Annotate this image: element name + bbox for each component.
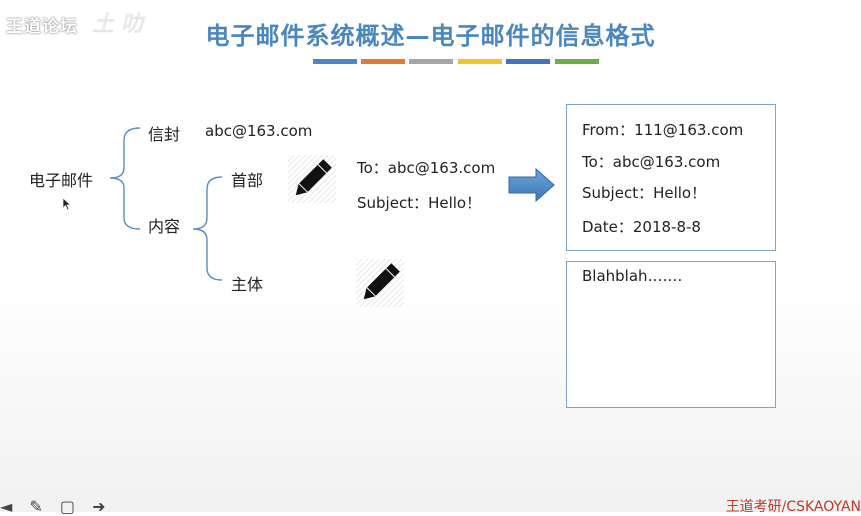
color-bar-2: [361, 59, 405, 64]
color-bar-6: [555, 59, 599, 64]
color-bar-3: [409, 59, 453, 64]
header-to-field: To：abc@163.com: [357, 159, 496, 177]
presentation-toolbar[interactable]: ◄ ✎ ▢ ➜: [0, 497, 112, 516]
email-from: From：111@163.com: [582, 121, 744, 139]
forum-watermark: 王道论坛: [6, 17, 78, 37]
email-body-text: Blahblah…….: [582, 267, 683, 285]
footer-brand: 王道考研/CSKAOYAN: [725, 499, 861, 515]
mouse-cursor-icon: [62, 197, 72, 211]
slide-title: 电子邮件系统概述—电子邮件的信息格式: [205, 22, 656, 50]
color-bar-1: [313, 59, 357, 64]
email-body-box: Blahblah…….: [566, 261, 776, 408]
pencil-icon[interactable]: [288, 155, 336, 203]
email-header-box: From：111@163.com To：abc@163.com Subject：…: [566, 104, 776, 251]
email-date: Date：2018-8-8: [582, 218, 701, 236]
envelope-label: 信封: [148, 125, 181, 144]
email-to: To：abc@163.com: [582, 153, 721, 171]
email-subject: Subject：Hello！: [582, 184, 707, 202]
content-label: 内容: [148, 217, 181, 236]
pencil-icon[interactable]: [356, 259, 404, 307]
watermark-glyph: 土 叻: [92, 12, 143, 37]
header-label: 首部: [231, 171, 264, 190]
header-subject-field: Subject：Hello！: [357, 194, 482, 212]
tree-root-label: 电子邮件: [29, 171, 94, 190]
envelope-value: abc@163.com: [205, 122, 313, 140]
color-bar-4: [458, 59, 502, 64]
color-bar-5: [506, 59, 550, 64]
body-label: 主体: [231, 275, 264, 294]
arrow-right-icon: [508, 168, 555, 202]
